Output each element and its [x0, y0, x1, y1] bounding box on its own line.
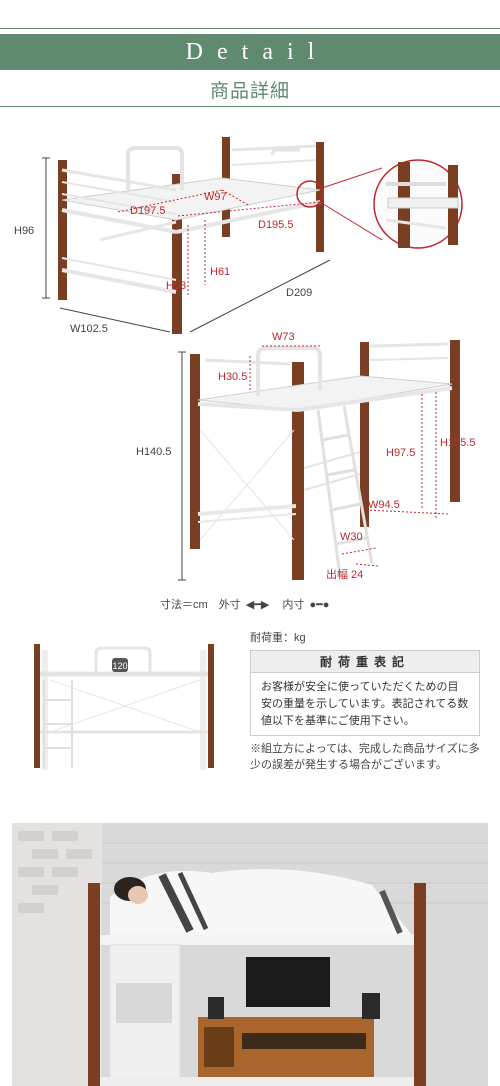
dim-rail-width: W73: [272, 331, 295, 343]
room-photo: [12, 823, 488, 1086]
dim-under-height-outer: H105.5: [440, 437, 475, 449]
outer-arrow-icon: ◀━▶: [245, 599, 270, 611]
load-badge: 120: [112, 661, 127, 671]
unit-label: 寸法＝cm: [160, 599, 208, 611]
dim-inner-depth-outer: D197.5: [130, 205, 165, 217]
size-footnote: ※組立方によっては、完成した商品サイズに多少の誤差が発生する場合がございます。: [250, 743, 480, 771]
mattress-base: [61, 177, 321, 221]
bed-post: [316, 142, 324, 252]
photo-post: [414, 883, 426, 1086]
dimension-diagram: H96 W102.5 D209 H140.5 W97 D197.5 D195.5…: [14, 137, 475, 581]
photo-post: [88, 883, 100, 1086]
load-info-box: 耐荷重表記 お客様が安全に使っていただくための目安の重量を示しています。表記され…: [250, 650, 480, 736]
section-subtitle: 商品詳細: [209, 81, 290, 102]
bed-post: [360, 342, 369, 527]
detail-zoom: [373, 159, 463, 249]
bed-post: [172, 174, 182, 334]
brick-wall: [12, 823, 102, 1086]
bed-post: [190, 354, 200, 549]
section-title: Detail: [0, 34, 500, 70]
dim-inner-depth: D195.5: [258, 219, 293, 231]
dim-under-width: W94.5: [368, 499, 400, 511]
dim-depth: D209: [286, 287, 312, 299]
dim-height: H96: [14, 225, 34, 237]
bed-perspective: [42, 137, 463, 334]
dim-width: W102.5: [70, 323, 108, 335]
dim-ladder-width: W30: [340, 531, 363, 543]
subtitle-rule: [0, 106, 500, 107]
weight-icon: [112, 658, 128, 672]
dim-rail-height: H30.5: [218, 371, 247, 383]
load-box-title: 耐荷重表記: [251, 651, 479, 673]
dim-side-height: H140.5: [136, 446, 171, 458]
load-box-text: お客様が安全に使っていただくための目安の重量を示しています。表記されてる数値以下…: [261, 681, 469, 727]
tv: [246, 957, 330, 1007]
load-caption: 耐荷重：kg: [250, 632, 306, 644]
bed-side-view: [178, 340, 460, 581]
inner-label: 内寸: [282, 599, 305, 611]
bed-post: [292, 362, 304, 580]
bed-post: [58, 160, 67, 300]
unit-legend: 寸法＝cm 外寸 ◀━▶ 内寸 ●━●: [160, 596, 329, 612]
dim-under-height-inner: H97.5: [386, 447, 415, 459]
load-diagram: 120: [34, 644, 214, 770]
detail-marker: [296, 180, 324, 208]
outer-label: 外寸: [218, 599, 241, 611]
dim-opening-width: 出幅 24: [326, 567, 363, 581]
inner-dot-line-icon: ●━●: [309, 599, 330, 611]
dim-clearance-a: H53: [166, 280, 186, 292]
dim-clearance-b: H61: [210, 266, 230, 278]
dim-inner-width: W97: [204, 191, 227, 203]
bed-post: [450, 340, 460, 502]
top-rule: [0, 28, 500, 29]
ladder: [316, 405, 374, 577]
